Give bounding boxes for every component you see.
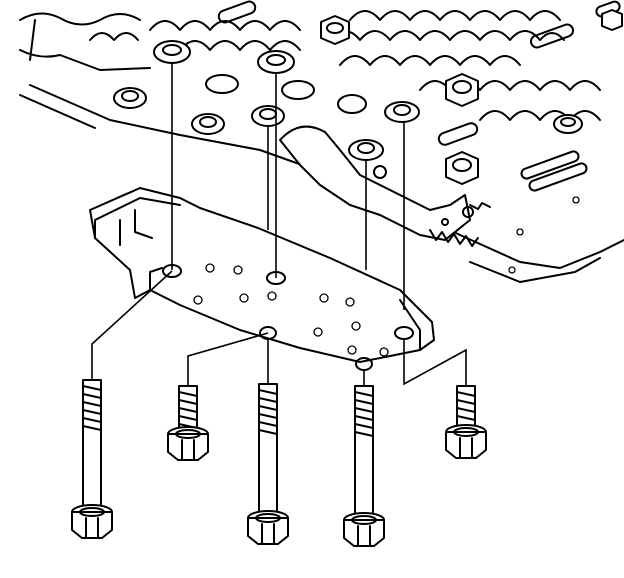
long-bolt-2 [247,383,289,545]
short-bolt-1 [167,385,209,461]
casting-slots [217,0,621,192]
short-bolt-2 [445,385,487,459]
valve-body-bosses [113,40,583,161]
bore-row [89,10,601,121]
valve-body-nuts [320,9,623,185]
detent-lever [279,125,491,247]
casting-holes [508,196,580,274]
long-bolt-1 [71,379,113,539]
alignment-leader-lines [91,62,467,388]
long-bolt-3 [343,385,385,547]
valve-body-assembly [19,0,624,283]
